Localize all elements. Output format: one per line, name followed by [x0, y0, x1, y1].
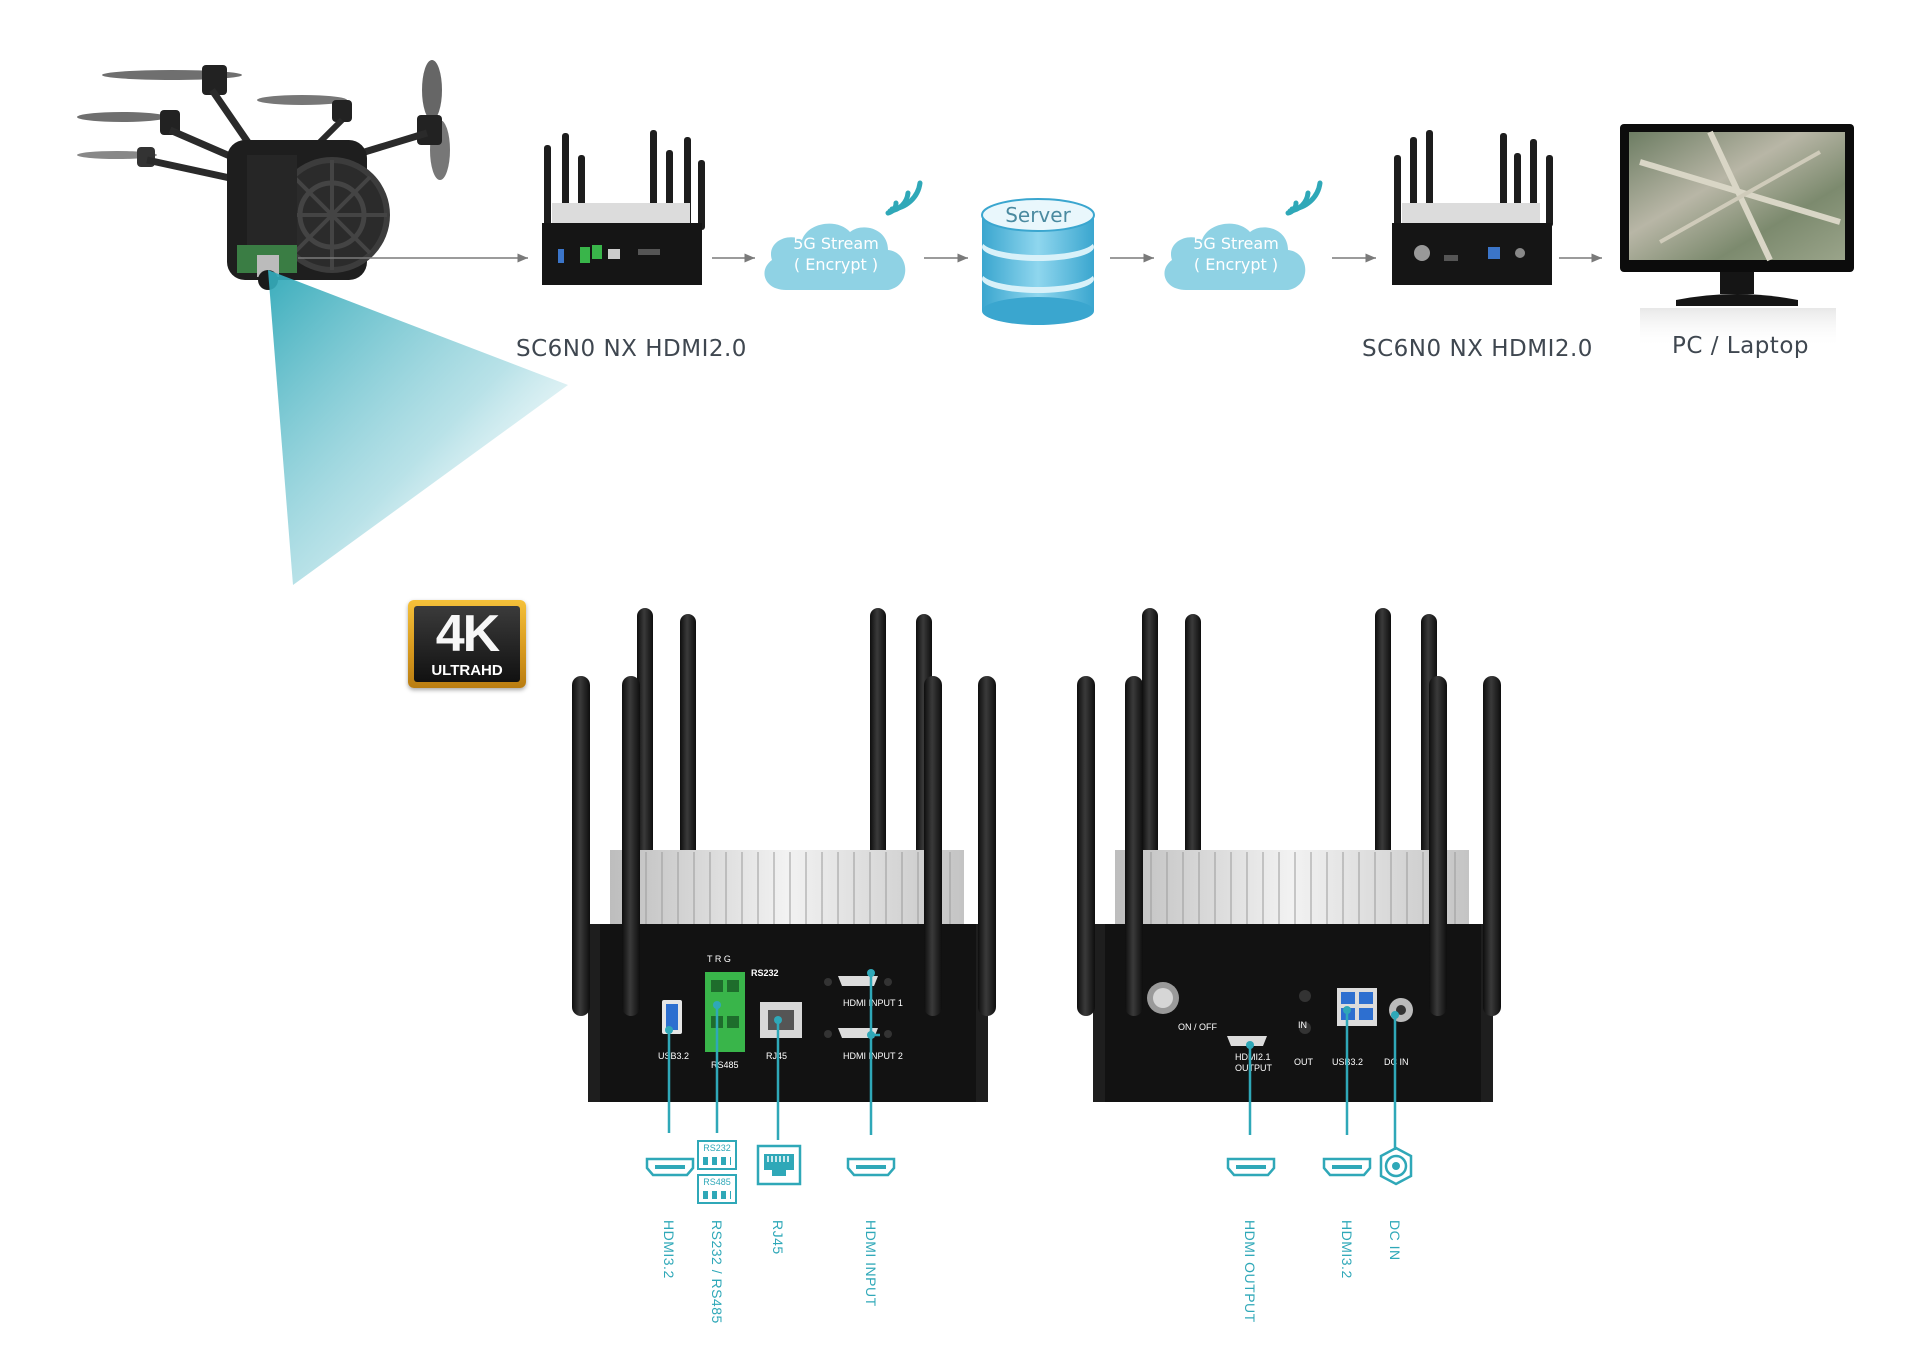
receiver-hdmi-out-line2: OUTPUT	[1235, 1063, 1272, 1073]
cloud-right-line1: 5G Stream	[1193, 234, 1279, 253]
hdmi-port-icon	[1226, 1157, 1276, 1177]
receiver-out-text: OUT	[1294, 1057, 1313, 1067]
label-rj45: RJ45	[770, 1220, 786, 1255]
sender-trg-text: T R G	[707, 954, 731, 964]
label-rs232-rs485: RS232 / RS485	[709, 1220, 725, 1324]
receiver-onoff-text: ON / OFF	[1178, 1022, 1217, 1032]
badge-inner: 4K ULTRAHD	[414, 606, 520, 682]
label-hdmi32-right: HDMI3.2	[1339, 1220, 1355, 1279]
cloud-left-text: 5G Stream ( Encrypt )	[761, 233, 911, 275]
sender-hdmi-in1-text: HDMI INPUT 1	[843, 998, 903, 1008]
sender-device	[572, 608, 996, 1102]
dc-jack-icon	[1379, 1146, 1413, 1186]
rs485-terminal-icon: RS485	[697, 1174, 737, 1204]
rs232-icon-pins	[703, 1157, 731, 1165]
rs232-terminal-icon: RS232	[697, 1140, 737, 1170]
hdmi-port-icon	[1322, 1157, 1372, 1177]
cloud-icon	[764, 223, 906, 290]
router-icon	[1392, 130, 1553, 285]
router-icon	[542, 130, 705, 285]
drone-icon	[77, 60, 450, 290]
receiver-hdmi-out-line1: HDMI2.1	[1235, 1052, 1271, 1062]
receiver-caption: SC6N0 NX HDMI2.0	[1362, 336, 1593, 362]
hdmi-port-icon	[846, 1157, 896, 1177]
sender-rj45-text: RJ45	[766, 1051, 788, 1061]
cloud-left-line2: ( Encrypt )	[793, 255, 879, 274]
cloud-right-text: 5G Stream ( Encrypt )	[1161, 233, 1311, 275]
rj45-port-icon	[756, 1144, 802, 1186]
badge-4k: 4K	[435, 605, 500, 663]
cloud-icon	[1164, 223, 1306, 290]
badge-ultrahd: ULTRAHD	[431, 662, 503, 679]
hdmi-port-icon	[645, 1157, 695, 1177]
display-caption: PC / Laptop	[1672, 333, 1809, 359]
rs485-icon-pins	[703, 1191, 731, 1199]
4k-ultrahd-badge: 4K ULTRAHD	[408, 600, 526, 688]
label-dc-in: DC IN	[1387, 1220, 1403, 1261]
server-label: Server	[1005, 203, 1071, 227]
label-hdmi-output: HDMI OUTPUT	[1242, 1220, 1258, 1323]
sender-caption: SC6N0 NX HDMI2.0	[516, 336, 747, 362]
wifi-signal-icon	[1285, 180, 1323, 216]
sender-usb-text: USB3.2	[658, 1051, 690, 1061]
sender-rs485-text: RS485	[711, 1060, 739, 1070]
rs485-icon-text: RS485	[703, 1177, 731, 1187]
receiver-device	[1077, 608, 1501, 1102]
wifi-signal-icon	[885, 180, 923, 216]
rs232-icon-text: RS232	[703, 1143, 731, 1153]
cloud-right-line2: ( Encrypt )	[1193, 255, 1279, 274]
camera-beam	[268, 270, 568, 585]
cloud-left-line1: 5G Stream	[793, 234, 879, 253]
label-hdmi32-left: HDMI3.2	[661, 1220, 677, 1279]
label-hdmi-input: HDMI INPUT	[863, 1220, 879, 1307]
sender-hdmi-in2-text: HDMI INPUT 2	[843, 1051, 903, 1061]
server-icon	[981, 198, 1095, 325]
receiver-in-text: IN	[1298, 1020, 1307, 1030]
sender-rs232-text: RS232	[751, 968, 779, 978]
flow-arrows	[298, 253, 1602, 263]
monitor-icon	[1620, 124, 1854, 348]
